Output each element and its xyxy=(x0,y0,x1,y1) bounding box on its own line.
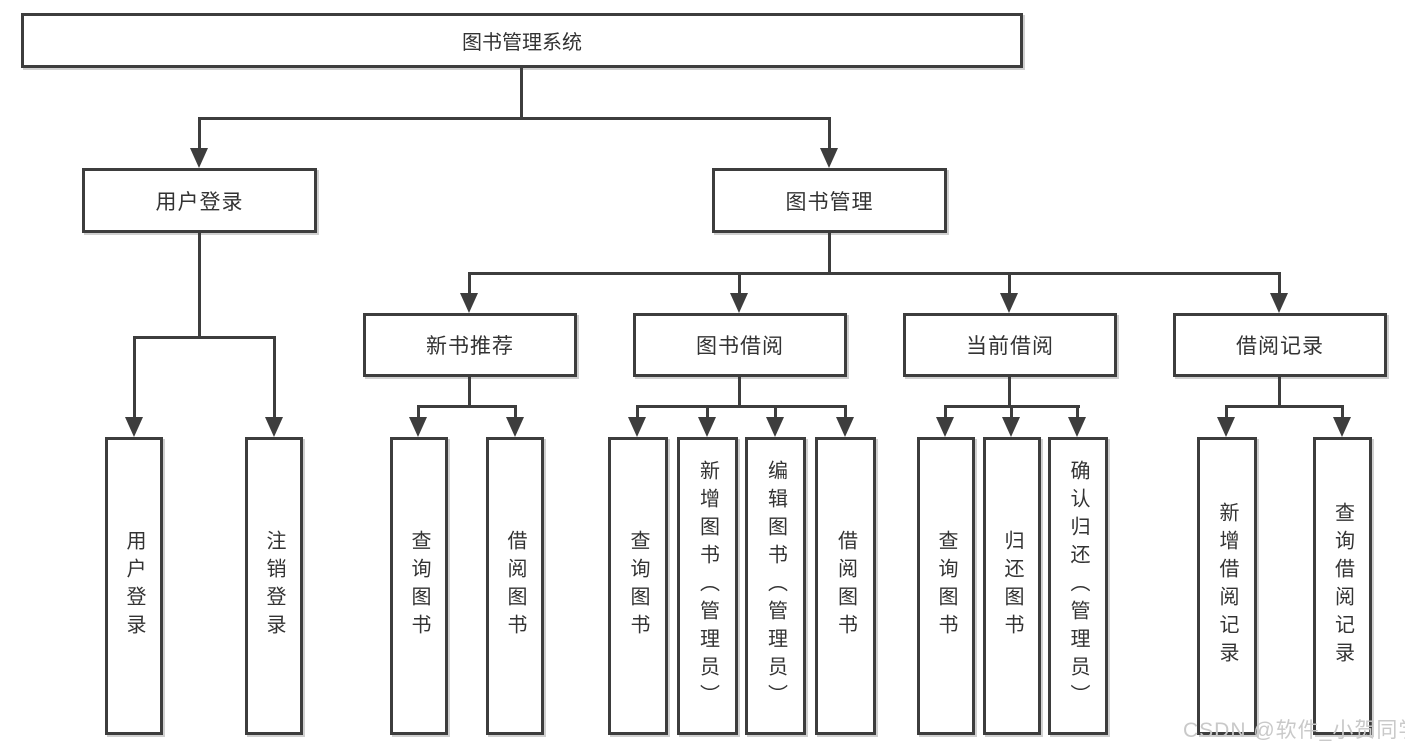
connector-stem-leaf-user-login xyxy=(133,336,136,417)
leaf-borrow-books: 借阅图书 xyxy=(815,437,876,735)
connector-stem-recommend-query xyxy=(417,405,420,417)
leaf-return-books: 归还图书 xyxy=(983,437,1041,735)
leaf-query-borrow-record-label: 查询借阅记录 xyxy=(1331,502,1354,670)
arrowhead-borrow-records xyxy=(1270,293,1288,313)
connector-currentborrow-stem xyxy=(1008,377,1011,405)
connector-stem-bb-borrow xyxy=(844,405,847,417)
node-user-login-branch-label: 用户登录 xyxy=(155,190,244,214)
connector-bookmgmt-stem xyxy=(828,233,831,272)
connector-stem-cb-return xyxy=(1010,405,1013,417)
connector-stem-new-book xyxy=(468,272,471,293)
arrowhead-user-login xyxy=(190,148,208,168)
node-current-borrow: 当前借阅 xyxy=(903,313,1117,377)
node-root: 图书管理系统 xyxy=(21,13,1023,68)
node-borrow-records: 借阅记录 xyxy=(1173,313,1387,377)
node-new-book-recommend: 新书推荐 xyxy=(363,313,577,377)
connector-stem-bb-add xyxy=(706,405,709,417)
arrowhead-current-borrow xyxy=(1000,293,1018,313)
connector-records-rail xyxy=(1225,405,1344,408)
leaf-recommend-query-books-label: 查询图书 xyxy=(408,530,430,642)
connector-level2-rail xyxy=(198,117,831,120)
connector-recommend-rail xyxy=(417,405,517,408)
connector-bookborrow-rail xyxy=(636,405,846,408)
csdn-watermark: CSDN @软件_小贺同学 xyxy=(1183,719,1405,742)
node-book-management-label: 图书管理 xyxy=(785,190,874,214)
arrowhead-cb-return xyxy=(1002,417,1020,437)
leaf-recommend-borrow-books: 借阅图书 xyxy=(486,437,544,735)
leaf-add-borrow-record-label: 新增借阅记录 xyxy=(1216,502,1238,670)
leaf-borrow-books-label: 借阅图书 xyxy=(834,530,857,642)
leaf-current-query-books: 查询图书 xyxy=(917,437,975,735)
connector-stem-borrow-records xyxy=(1278,272,1281,293)
connector-stem-leaf-logout xyxy=(273,336,276,417)
arrowhead-rec-add xyxy=(1217,417,1235,437)
connector-stem-bb-edit xyxy=(774,405,777,417)
leaf-current-query-books-label: 查询图书 xyxy=(935,530,957,642)
leaf-add-books-admin-label: 新增图书（管理员） xyxy=(696,460,719,712)
arrowhead-bb-add xyxy=(698,417,716,437)
connector-bookborrow-stem xyxy=(738,377,741,405)
leaf-confirm-return-admin: 确认归还（管理员） xyxy=(1048,437,1108,735)
arrowhead-bb-borrow xyxy=(836,417,854,437)
arrowhead-cb-query xyxy=(936,417,954,437)
leaf-user-login: 用户登录 xyxy=(105,437,163,735)
leaf-edit-books-admin-label: 编辑图书（管理员） xyxy=(764,460,787,712)
leaf-return-books-label: 归还图书 xyxy=(1001,530,1023,642)
leaf-recommend-query-books: 查询图书 xyxy=(390,437,448,735)
leaf-logout-label: 注销登录 xyxy=(263,530,285,642)
arrowhead-bb-query xyxy=(628,417,646,437)
arrowhead-book-management xyxy=(820,148,838,168)
node-current-borrow-label: 当前借阅 xyxy=(966,335,1054,358)
leaf-logout: 注销登录 xyxy=(245,437,303,735)
connector-stem-rec-query xyxy=(1341,405,1344,417)
connector-userlogin-rail xyxy=(133,336,276,339)
connector-records-stem xyxy=(1278,377,1281,405)
connector-stem-rec-add xyxy=(1225,405,1228,417)
connector-stem-current-borrow xyxy=(1008,272,1011,293)
leaf-edit-books-admin: 编辑图书（管理员） xyxy=(745,437,806,735)
connector-stem-cb-query xyxy=(944,405,947,417)
arrowhead-new-book xyxy=(460,293,478,313)
node-new-book-recommend-label: 新书推荐 xyxy=(426,335,514,358)
leaf-add-books-admin: 新增图书（管理员） xyxy=(677,437,738,735)
arrowhead-rec-query xyxy=(1333,417,1351,437)
connector-recommend-stem xyxy=(468,377,471,405)
connector-root-stem xyxy=(520,68,523,117)
connector-stem-user-login xyxy=(198,117,201,148)
leaf-query-borrow-record: 查询借阅记录 xyxy=(1313,437,1372,735)
node-root-label: 图书管理系统 xyxy=(462,32,582,54)
node-book-management: 图书管理 xyxy=(712,168,947,233)
leaf-borrow-query-books: 查询图书 xyxy=(608,437,668,735)
connector-stem-book-borrow xyxy=(738,272,741,293)
leaf-recommend-borrow-books-label: 借阅图书 xyxy=(504,530,526,642)
arrowhead-leaf-logout xyxy=(265,417,283,437)
arrowhead-cb-confirm xyxy=(1068,417,1086,437)
connector-stem-cb-confirm xyxy=(1076,405,1079,417)
node-book-borrow: 图书借阅 xyxy=(633,313,847,377)
node-user-login-branch: 用户登录 xyxy=(82,168,317,233)
connector-stem-book-management xyxy=(828,117,831,148)
leaf-add-borrow-record: 新增借阅记录 xyxy=(1197,437,1257,735)
leaf-user-login-label: 用户登录 xyxy=(123,530,145,642)
connector-stem-recommend-borrow xyxy=(514,405,517,417)
connector-stem-bb-query xyxy=(636,405,639,417)
connector-userlogin-stem xyxy=(198,233,201,336)
arrowhead-leaf-user-login xyxy=(125,417,143,437)
node-book-borrow-label: 图书借阅 xyxy=(696,335,784,358)
leaf-borrow-query-books-label: 查询图书 xyxy=(627,530,649,642)
leaf-confirm-return-admin-label: 确认归还（管理员） xyxy=(1067,460,1089,712)
arrowhead-book-borrow xyxy=(730,293,748,313)
arrowhead-recommend-query xyxy=(409,417,427,437)
arrowhead-recommend-borrow xyxy=(506,417,524,437)
arrowhead-bb-edit xyxy=(766,417,784,437)
connector-level3-rail xyxy=(468,272,1281,275)
node-borrow-records-label: 借阅记录 xyxy=(1236,335,1324,358)
